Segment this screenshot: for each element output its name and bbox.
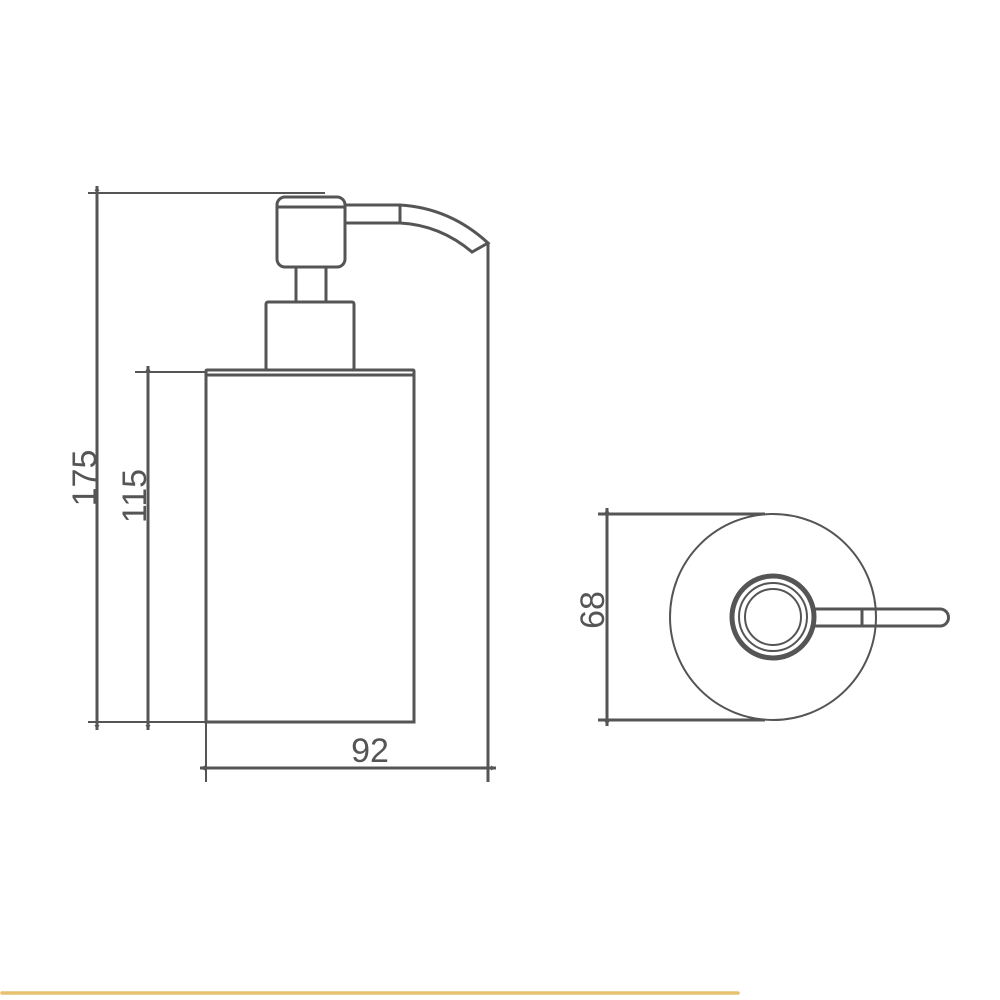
- pump-ring-inner: [744, 588, 802, 646]
- dimension-label-92: 92: [351, 732, 389, 770]
- dimension-label-68: 68: [574, 591, 612, 629]
- bottle-body: [204, 373, 416, 724]
- spout: [345, 203, 491, 254]
- top-view: 68: [574, 508, 950, 726]
- front-view: [204, 195, 491, 724]
- collar: [264, 300, 356, 372]
- body-circle: [669, 513, 877, 721]
- pump-stem: [294, 265, 328, 304]
- pump-ring-middle: [738, 582, 808, 652]
- spout-arm: [806, 607, 950, 628]
- front-dimensions: 175 115 92: [66, 186, 496, 782]
- dimension-label-175: 175: [66, 450, 104, 507]
- dimension-label-115: 115: [116, 469, 154, 523]
